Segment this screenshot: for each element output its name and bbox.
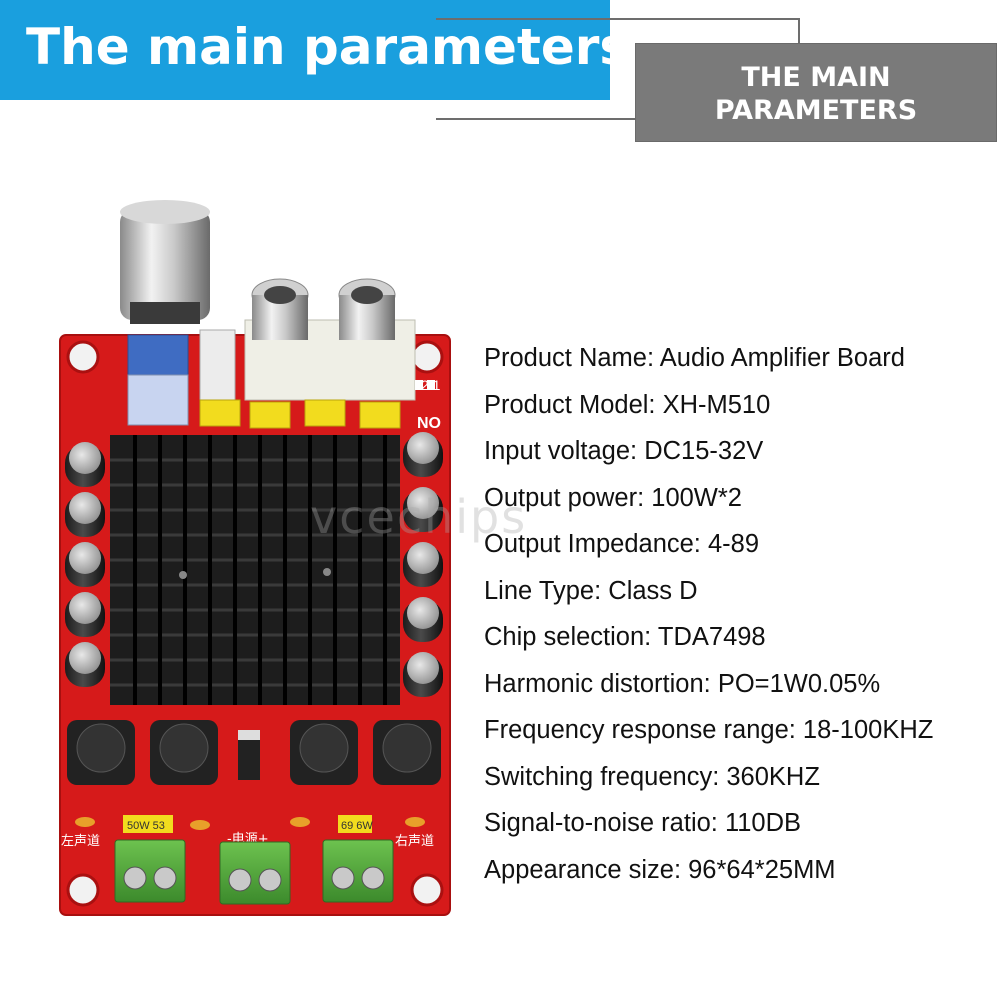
amplifier-board-image: 2 1 NO	[59, 200, 451, 916]
spec-frequency-response: Frequency response range: 18-100KHZ	[484, 716, 934, 744]
product-photo: 2 1 NO	[55, 190, 455, 920]
spec-output-power: Output power: 100W*2	[484, 483, 742, 512]
spec-list: Product Name: Audio Amplifier Board Prod…	[484, 338, 994, 896]
spec-harmonic-distortion: Harmonic distortion: PO=1W0.05%	[484, 669, 881, 698]
capacitors-right	[403, 432, 443, 697]
spec-product-model: Product Model: XH-M510	[484, 390, 771, 419]
board-label-no: NO	[417, 415, 441, 432]
terminal-blocks	[114, 839, 394, 905]
badge-line-1: THE MAIN	[741, 62, 891, 93]
board-label-digits: 2 1	[421, 377, 441, 393]
left-channel-label: 左声道	[61, 834, 100, 849]
header-banner: The main parameters	[0, 0, 629, 100]
badge-box: THE MAIN PARAMETERS	[635, 43, 997, 142]
spec-input-voltage: Input voltage: DC15-32V	[484, 437, 764, 465]
capacitors-left	[65, 442, 105, 687]
inductors	[67, 720, 441, 785]
spec-chip-selection: Chip selection: TDA7498	[484, 623, 766, 651]
badge-line-2: PARAMETERS	[714, 95, 918, 126]
left-yellow-label: 50W 53	[127, 820, 165, 832]
spec-output-impedance: Output Impedance: 4-89	[484, 530, 760, 558]
watermark: vcechips	[310, 490, 528, 544]
right-channel-label: 右声道	[395, 834, 434, 849]
page-title: The main parameters	[26, 18, 630, 76]
spec-switching-frequency: Switching frequency: 360KHZ	[484, 762, 820, 791]
right-yellow-label: 69 6W	[341, 820, 373, 832]
spec-snr: Signal-to-noise ratio: 110DB	[484, 809, 802, 837]
spec-product-name: Product Name: Audio Amplifier Board	[484, 344, 905, 372]
spec-appearance-size: Appearance size: 96*64*25MM	[484, 855, 836, 884]
heatsink	[110, 435, 400, 705]
film-capacitors	[199, 399, 401, 429]
badge-text: THE MAIN PARAMETERS	[636, 61, 996, 127]
spec-line-type: Line Type: Class D	[484, 576, 698, 605]
